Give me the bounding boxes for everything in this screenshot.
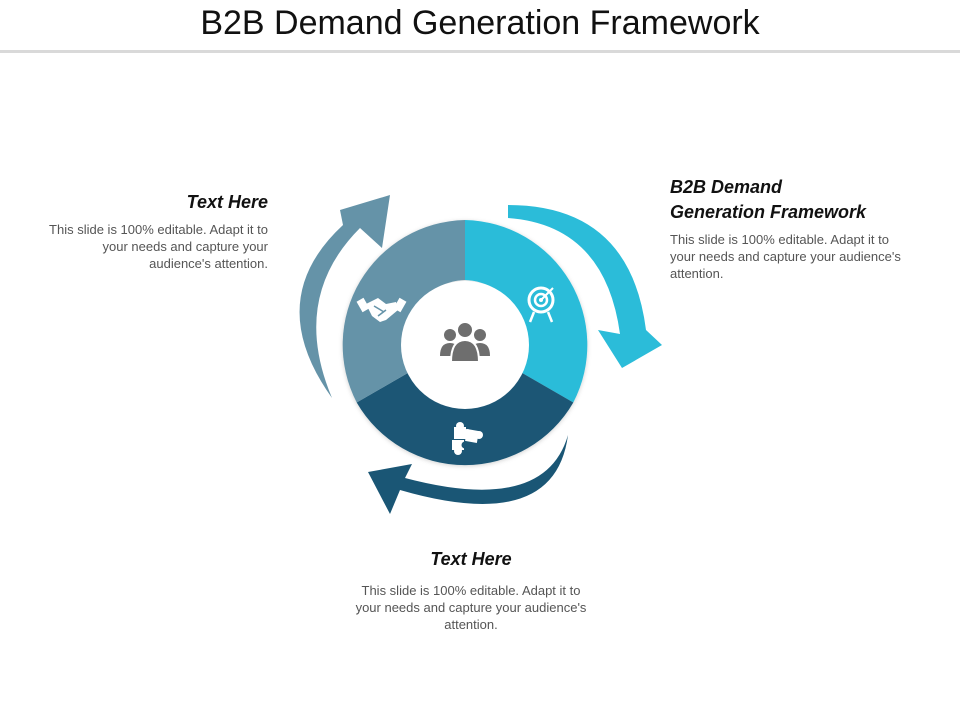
text-block-bottom-heading: Text Here	[430, 549, 512, 569]
handshake-icon	[356, 297, 407, 322]
text-block-right-heading: B2B Demand Generation Framework	[670, 175, 910, 225]
slide-title: B2B Demand Generation Framework	[200, 4, 760, 42]
segment-left	[342, 220, 465, 403]
title-divider	[0, 50, 960, 53]
puzzle-icon	[452, 422, 483, 455]
segment-bottom	[356, 372, 574, 466]
text-block-right-heading-line2: Generation Framework	[670, 202, 867, 222]
arrow-top-right	[508, 205, 662, 368]
arrow-left	[299, 195, 390, 398]
text-block-right: B2B Demand Generation Framework This sli…	[670, 175, 910, 282]
arrow-bottom	[368, 435, 568, 514]
text-block-bottom-body: This slide is 100% editable. Adapt it to…	[355, 583, 587, 632]
text-block-left: Text Here This slide is 100% editable. A…	[40, 190, 268, 272]
text-block-left-body: This slide is 100% editable. Adapt it to…	[49, 222, 268, 271]
text-block-right-body: This slide is 100% editable. Adapt it to…	[670, 232, 901, 281]
target-icon	[527, 286, 555, 323]
text-block-right-heading-line1: B2B Demand	[670, 177, 783, 197]
team-icon	[440, 321, 490, 363]
segment-top-right	[465, 220, 588, 403]
text-block-bottom: Text Here This slide is 100% editable. A…	[350, 547, 592, 633]
text-block-left-heading: Text Here	[186, 192, 268, 212]
